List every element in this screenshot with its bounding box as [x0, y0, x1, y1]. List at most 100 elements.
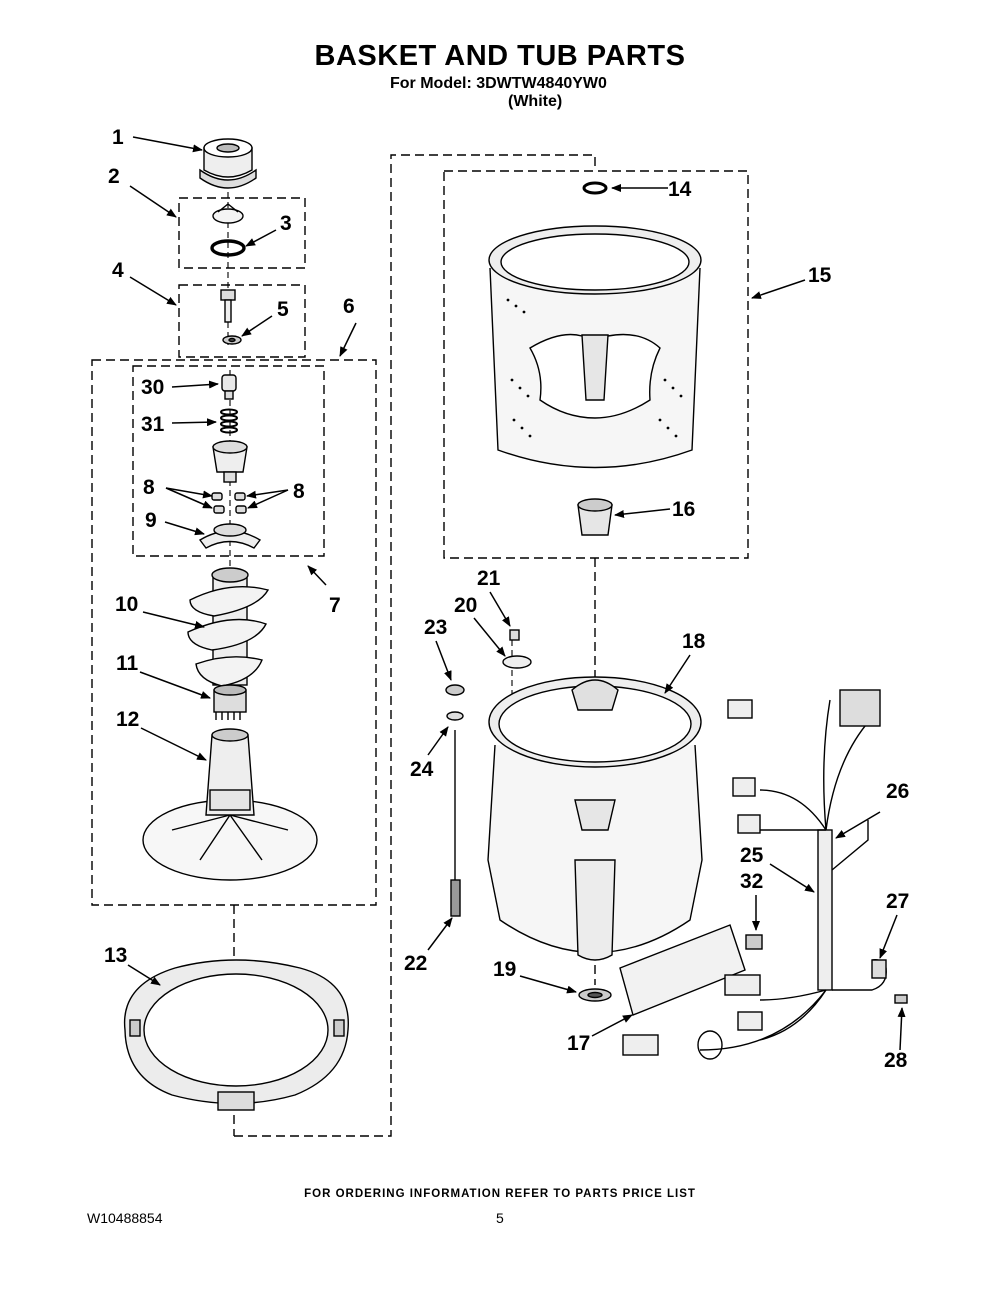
leader-27	[879, 914, 898, 959]
part-12-agitator-base	[142, 728, 318, 881]
leader-31	[171, 418, 217, 427]
part-11-bearing	[213, 684, 247, 720]
part-20-21-cover	[502, 629, 532, 669]
callout-9: 9	[145, 509, 157, 532]
group-box-4	[178, 284, 306, 358]
leader-22	[427, 917, 453, 951]
callout-26: 26	[886, 780, 909, 803]
callout-32: 32	[740, 870, 763, 893]
callout-23: 23	[424, 616, 447, 639]
part-10-auger	[187, 567, 270, 687]
part-cam	[212, 440, 248, 483]
ordering-note: FOR ORDERING INFORMATION REFER TO PARTS …	[304, 1188, 696, 1200]
part-15-basket	[488, 225, 702, 469]
part-22-hose	[450, 730, 461, 917]
part-8-dogs	[211, 492, 247, 514]
callout-11: 11	[116, 652, 139, 675]
part-18-tub	[487, 676, 703, 961]
part-2-3-seal	[210, 203, 246, 257]
connector-outer-loop	[234, 154, 596, 1137]
leader-23	[435, 640, 452, 681]
leader-8b-2	[247, 489, 289, 509]
leader-5	[241, 315, 273, 337]
callout-8b: 8	[293, 480, 305, 503]
callout-31: 31	[141, 413, 165, 436]
group-box-15	[443, 170, 749, 559]
leader-6	[339, 322, 357, 357]
leader-19	[519, 975, 577, 994]
callout-25: 25	[740, 844, 764, 867]
document-number: W10488854	[87, 1210, 163, 1226]
group-box-2	[178, 197, 306, 269]
part-32-connector	[745, 934, 763, 950]
leader-12	[140, 727, 207, 761]
callout-13: 13	[104, 944, 127, 967]
leader-20	[473, 617, 506, 657]
callout-7: 7	[329, 594, 341, 617]
leader-21	[489, 591, 511, 627]
callout-3: 3	[280, 212, 292, 235]
model-line: For Model: 3DWTW4840YW0	[390, 75, 607, 92]
callout-1: 1	[112, 126, 124, 149]
part-30-cap	[221, 374, 237, 400]
callout-17: 17	[567, 1032, 590, 1055]
callout-4: 4	[112, 259, 124, 282]
callout-10: 10	[115, 593, 138, 616]
callout-14: 14	[668, 178, 692, 201]
leader-25	[769, 863, 815, 893]
leader-8a-2	[165, 487, 213, 509]
callout-24: 24	[410, 758, 434, 781]
leader-24	[427, 726, 449, 756]
callout-6: 6	[343, 295, 355, 318]
leader-26	[835, 811, 881, 839]
leader-8b-1	[246, 489, 289, 499]
part-17-board	[619, 924, 746, 1016]
part-16-hub	[577, 498, 613, 536]
callout-8a: 8	[143, 476, 155, 499]
part-14-nut	[582, 181, 608, 195]
callout-21: 21	[477, 567, 501, 590]
callout-2: 2	[108, 165, 120, 188]
callout-28: 28	[884, 1049, 908, 1072]
part-13-balance-ring	[123, 959, 349, 1111]
part-25-26-harness	[622, 689, 881, 1060]
leader-30	[171, 380, 219, 389]
leader-17	[591, 1014, 633, 1037]
part-27-28-clamp	[832, 958, 908, 1004]
callout-12: 12	[116, 708, 139, 731]
page-title: BASKET AND TUB PARTS	[314, 40, 686, 72]
leader-4	[129, 276, 177, 306]
leader-2	[129, 185, 177, 218]
leader-13	[127, 964, 161, 986]
leader-10	[142, 611, 205, 629]
part-23-24-dome	[445, 684, 465, 721]
leader-1	[132, 136, 203, 153]
leader-9	[164, 521, 205, 536]
callout-19: 19	[493, 958, 516, 981]
callout-15: 15	[808, 264, 832, 287]
callout-18: 18	[682, 630, 706, 653]
leader-3	[245, 229, 277, 247]
leader-18	[664, 654, 691, 694]
callout-20: 20	[454, 594, 477, 617]
page-number: 5	[496, 1210, 504, 1226]
callout-22: 22	[404, 952, 427, 975]
leader-15	[751, 279, 806, 299]
part-9-retainer	[198, 523, 262, 549]
leader-28	[897, 1007, 906, 1051]
part-4-5-bolt	[220, 289, 242, 345]
leader-8a-1	[165, 487, 213, 499]
leader-16	[614, 508, 671, 519]
part-19-seal	[578, 988, 612, 1002]
group-box-7	[132, 365, 325, 557]
callout-30: 30	[141, 376, 164, 399]
callout-27: 27	[886, 890, 909, 913]
leader-7	[307, 565, 327, 586]
callout-5: 5	[277, 298, 289, 321]
leader-11	[139, 671, 211, 699]
color-line: (White)	[508, 93, 563, 110]
part-1-cap	[199, 138, 257, 189]
callout-16: 16	[672, 498, 695, 521]
part-31-spring	[220, 408, 238, 434]
